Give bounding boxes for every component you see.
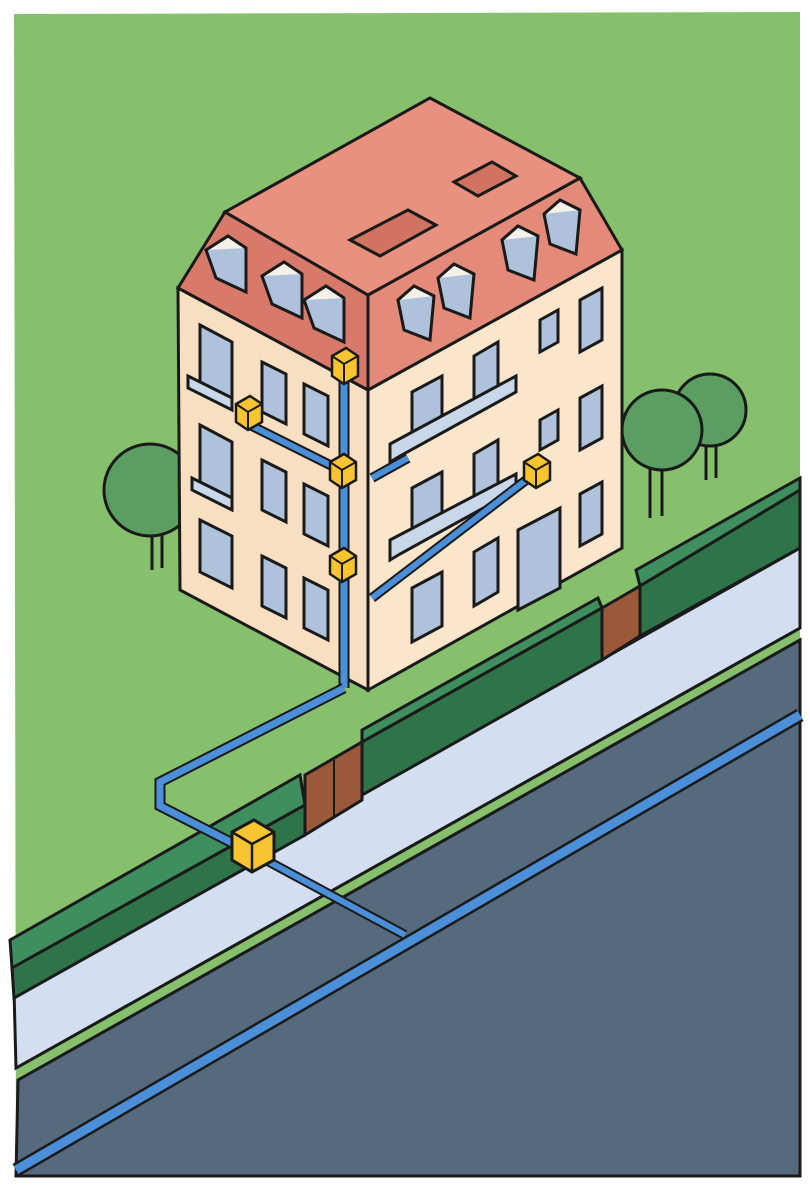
junction-box-left-floor <box>236 396 262 430</box>
junction-box-lower <box>330 548 356 582</box>
junction-box-right-floor <box>524 454 550 488</box>
junction-box-middle <box>330 454 356 488</box>
junction-box-roof <box>332 348 358 384</box>
water-meter-box <box>232 820 274 872</box>
